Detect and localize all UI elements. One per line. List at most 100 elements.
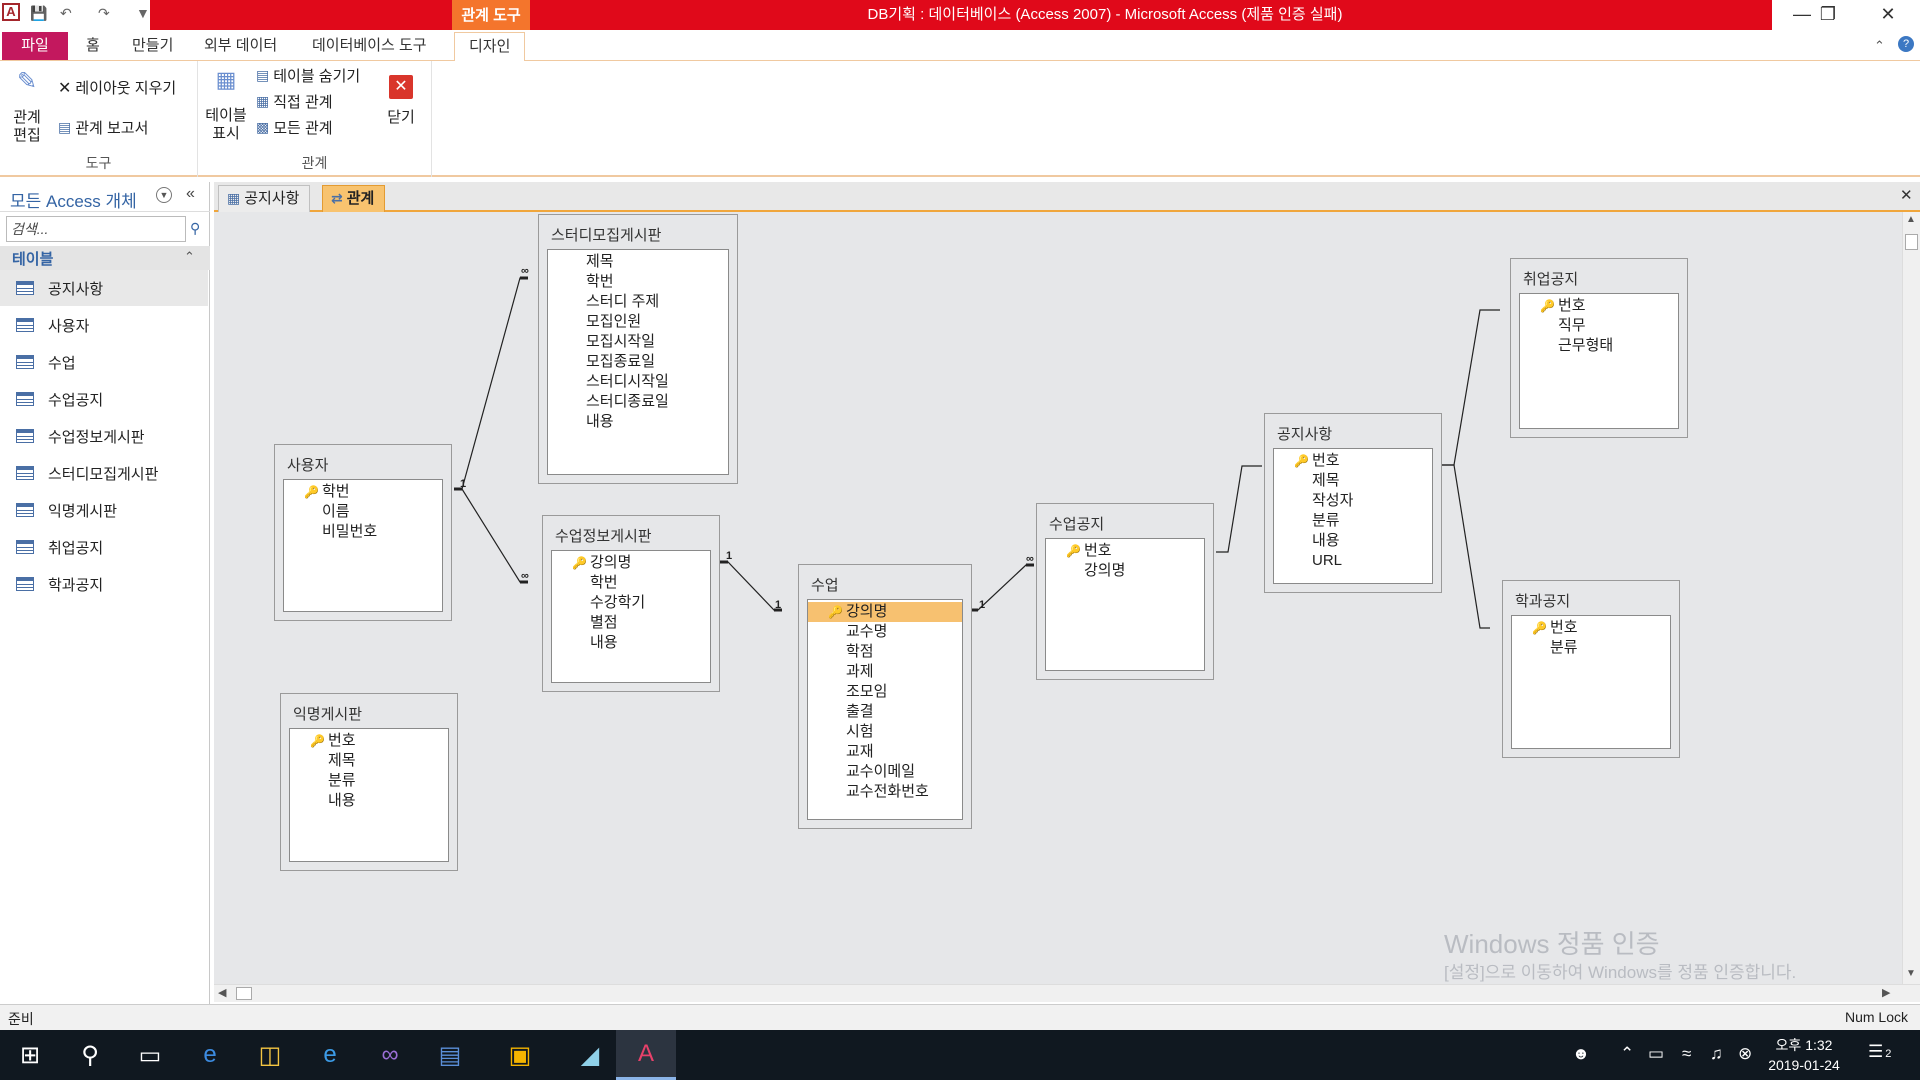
nav-item-dept[interactable]: 학과공지: [0, 566, 208, 602]
table-job[interactable]: 취업공지 🔑번호 직무 근무형태: [1510, 258, 1688, 438]
tab-external-data[interactable]: 외부 데이터: [204, 37, 278, 54]
direct-relationships-button[interactable]: ▦ 직접 관계: [256, 91, 333, 112]
doc-tab-notice[interactable]: ▦공지사항: [218, 185, 311, 212]
field-row[interactable]: 교수전화번호: [846, 783, 929, 800]
nav-search-input[interactable]: 검색...: [6, 216, 186, 242]
nav-title[interactable]: 모든 Access 개체: [10, 192, 137, 211]
field-row[interactable]: 제목: [1312, 472, 1340, 489]
field-row[interactable]: 교수이메일: [846, 763, 916, 780]
table-class[interactable]: 수업 🔑강의명 교수명 학점 과제 조모임 출결 시험 교재 교수이메일 교수전…: [798, 564, 972, 829]
visual-studio-icon[interactable]: ∞: [381, 1041, 399, 1068]
nav-menu-icon[interactable]: ▼: [156, 187, 172, 203]
undo-icon[interactable]: ↶: [60, 5, 72, 21]
field-row-selected[interactable]: 🔑강의명: [808, 602, 962, 622]
field-list[interactable]: 제목 학번 스터디 주제 모집인원 모집시작일 모집종료일 스터디시작일 스터디…: [547, 249, 729, 475]
volume-icon[interactable]: ♫: [1710, 1044, 1723, 1063]
field-list[interactable]: 🔑학번 이름 비밀번호: [283, 479, 443, 612]
field-row[interactable]: 수강학기: [590, 594, 646, 611]
field-row[interactable]: 모집종료일: [586, 353, 656, 370]
field-row[interactable]: URL: [1312, 552, 1343, 569]
scroll-up-icon[interactable]: ▲: [1906, 214, 1916, 225]
nav-item-job[interactable]: 취업공지: [0, 529, 208, 565]
relationship-report-button[interactable]: ▤ 관계 보고서: [58, 117, 148, 138]
hscroll-thumb[interactable]: [236, 987, 252, 1000]
nav-item-user[interactable]: 사용자: [0, 307, 208, 343]
notifications-icon[interactable]: ☰2: [1868, 1042, 1892, 1061]
show-table-button[interactable]: ▦ 테이블 표시: [204, 69, 248, 143]
relation-line-user-study[interactable]: [454, 277, 528, 490]
field-list[interactable]: 🔑강의명 교수명 학점 과제 조모임 출결 시험 교재 교수이메일 교수전화번호: [807, 599, 963, 820]
relationships-canvas[interactable]: 1 ∞ ∞ 1 1 1 ∞ 사용자 🔑학번 이름 비밀번호 스터디모집게시판 제…: [214, 212, 1904, 984]
field-row[interactable]: 내용: [590, 634, 618, 651]
field-row[interactable]: 내용: [1312, 532, 1340, 549]
table-anon[interactable]: 익명게시판 🔑번호 제목 분류 내용: [280, 693, 458, 871]
field-row[interactable]: 시험: [846, 723, 874, 740]
field-list[interactable]: 🔑번호 제목 작성자 분류 내용 URL: [1273, 448, 1433, 584]
field-list[interactable]: 🔑번호 강의명: [1045, 538, 1205, 671]
field-row[interactable]: 비밀번호: [322, 523, 378, 540]
search-icon[interactable]: ⚲: [190, 220, 201, 236]
scroll-thumb[interactable]: [1905, 234, 1918, 250]
field-row[interactable]: 조모임: [846, 683, 888, 700]
nav-item-anon[interactable]: 익명게시판: [0, 492, 208, 528]
access-taskbar-icon[interactable]: A: [616, 1030, 676, 1080]
close-document-icon[interactable]: ✕: [1900, 187, 1913, 204]
field-row[interactable]: 교재: [846, 743, 874, 760]
field-row[interactable]: 내용: [586, 413, 614, 430]
field-row[interactable]: 학번: [586, 273, 614, 290]
nav-item-class[interactable]: 수업: [0, 344, 208, 380]
nav-item-class-info[interactable]: 수업정보게시판: [0, 418, 208, 454]
field-row[interactable]: 학번: [590, 574, 618, 591]
field-row[interactable]: 🔑번호: [1540, 297, 1586, 314]
field-row[interactable]: 스터디종료일: [586, 393, 669, 410]
field-list[interactable]: 🔑번호 제목 분류 내용: [289, 728, 449, 862]
battery-icon[interactable]: ▭: [1648, 1044, 1665, 1063]
tab-file[interactable]: 파일: [2, 32, 68, 60]
table-dept[interactable]: 학과공지 🔑번호 분류: [1502, 580, 1680, 758]
close-window-icon[interactable]: ✕: [1880, 4, 1896, 24]
nav-header[interactable]: 모든 Access 개체 ▼ «: [0, 182, 210, 212]
field-row[interactable]: 별점: [590, 614, 618, 631]
tab-create[interactable]: 만들기: [132, 37, 174, 54]
internet-explorer-icon[interactable]: e: [323, 1041, 337, 1068]
field-row[interactable]: 🔑번호: [310, 732, 356, 749]
customize-quick-access-icon[interactable]: ▼: [136, 5, 150, 21]
field-row[interactable]: 강의명: [1084, 562, 1126, 579]
all-relationships-button[interactable]: ▩ 모든 관계: [256, 117, 333, 138]
field-list[interactable]: 🔑번호 분류: [1511, 615, 1671, 749]
field-row[interactable]: 작성자: [1312, 492, 1354, 509]
people-icon[interactable]: ☻: [1572, 1044, 1590, 1063]
field-row[interactable]: 이름: [322, 503, 350, 520]
field-row[interactable]: 🔑번호: [1532, 619, 1578, 636]
tab-home[interactable]: 홈: [86, 37, 100, 54]
nav-item-study[interactable]: 스터디모집게시판: [0, 455, 208, 491]
hide-table-button[interactable]: ▤ 테이블 숨기기: [256, 65, 360, 86]
field-row[interactable]: 학점: [846, 643, 874, 660]
redo-icon[interactable]: ↷: [98, 5, 110, 21]
restore-icon[interactable]: ❐: [1819, 4, 1837, 24]
relation-line-classnotice-notice[interactable]: [1216, 465, 1262, 553]
relation-line-notice-job[interactable]: [1440, 309, 1500, 466]
field-row[interactable]: 내용: [328, 792, 356, 809]
nav-item-notice[interactable]: 공지사항: [0, 270, 208, 306]
field-row[interactable]: 분류: [1312, 512, 1340, 529]
scroll-right-icon[interactable]: ▶: [1882, 987, 1891, 999]
field-row[interactable]: 스터디시작일: [586, 373, 669, 390]
field-row[interactable]: 제목: [328, 752, 356, 769]
field-row[interactable]: 🔑강의명: [572, 554, 632, 571]
app-icon[interactable]: ◢: [580, 1041, 600, 1069]
minimize-icon[interactable]: —: [1793, 4, 1811, 24]
windows-start-icon[interactable]: ⊞: [19, 1041, 41, 1069]
field-row[interactable]: 직무: [1558, 317, 1586, 334]
search-icon[interactable]: ⚲: [81, 1041, 99, 1069]
file-explorer-icon[interactable]: ◫: [258, 1041, 282, 1069]
relation-line-classinfo-class[interactable]: [720, 561, 782, 611]
scroll-down-icon[interactable]: ▼: [1906, 968, 1916, 979]
field-row[interactable]: 분류: [328, 772, 356, 789]
field-row[interactable]: 교수명: [846, 623, 888, 640]
tab-design[interactable]: 디자인: [454, 32, 526, 62]
collapse-group-icon[interactable]: ⌃: [184, 249, 195, 264]
relation-line-notice-dept[interactable]: [1440, 464, 1490, 629]
field-row[interactable]: 🔑번호: [1294, 452, 1340, 469]
table-user[interactable]: 사용자 🔑학번 이름 비밀번호: [274, 444, 452, 621]
